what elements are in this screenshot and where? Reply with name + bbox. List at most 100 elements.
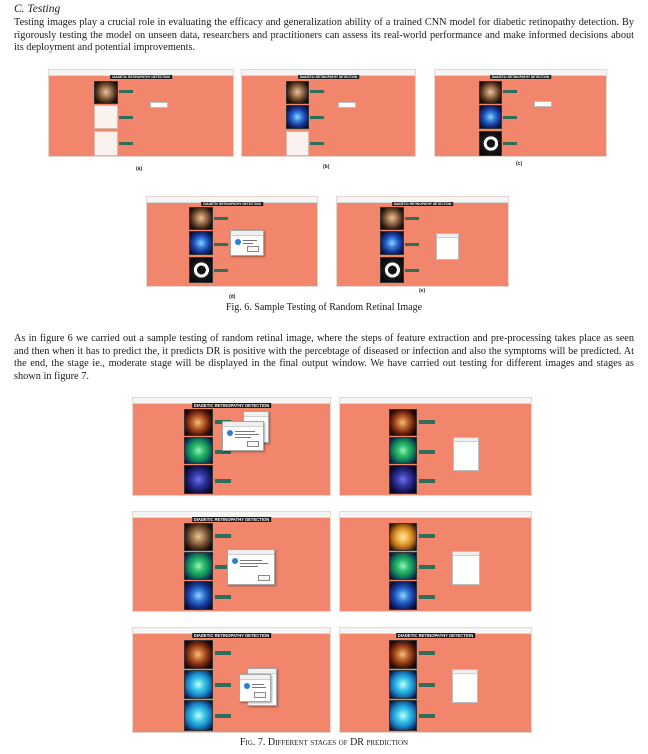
app-banner: DIADETIC RETINOPATHY DETECTION — [201, 202, 263, 206]
browse-button[interactable] — [119, 90, 133, 93]
dialog-text-line — [240, 560, 262, 561]
fundus-image-segmented — [189, 257, 213, 283]
body-paragraph: As in figure 6 we carried out a sample t… — [14, 333, 634, 382]
ok-button[interactable] — [258, 575, 270, 581]
info-icon — [244, 683, 250, 689]
output-box — [338, 102, 356, 108]
output-titlebar — [453, 552, 479, 556]
preprocess-button[interactable] — [215, 450, 231, 454]
predict-button[interactable] — [310, 142, 324, 145]
dialog-titlebar — [228, 550, 274, 555]
window-titlebar — [340, 398, 531, 404]
preprocess-button[interactable] — [419, 683, 435, 687]
dialog-text-line — [240, 566, 258, 567]
fundus-image-processed — [184, 670, 213, 699]
fundus-image-segmented — [184, 700, 213, 731]
preprocess-button[interactable] — [405, 243, 419, 246]
output-window — [452, 669, 478, 703]
preprocess-button[interactable] — [419, 450, 435, 454]
browse-button[interactable] — [503, 90, 517, 93]
fig7-screenshot-5: DIADETIC RETINOPATHY DETECTION — [132, 627, 331, 733]
fig6-caption: Fig. 6. Sample Testing of Random Retinal… — [225, 302, 423, 313]
app-banner: DIADETIC RETINOPATHY DETECTION — [489, 75, 552, 79]
dialog-titlebar — [231, 231, 263, 236]
fundus-image-segmented — [479, 131, 502, 156]
fundus-image-processed — [479, 105, 502, 129]
browse-button[interactable] — [419, 420, 435, 424]
fig6-screenshot-d: DIADETIC RETINOPATHY DETECTION — [146, 196, 318, 287]
dialog-text-line — [252, 687, 266, 688]
app-banner: DIADETIC RETINOPATHY DETECTION — [395, 633, 476, 638]
fundus-image-segmented — [389, 465, 417, 494]
fig6-label-e: (e) — [419, 288, 426, 294]
fundus-image — [286, 81, 309, 104]
output-titlebar — [454, 438, 478, 442]
predict-button[interactable] — [419, 479, 435, 483]
ok-button[interactable] — [247, 246, 259, 252]
section-heading: C. Testing — [14, 3, 61, 15]
dialog-text-line — [235, 431, 255, 432]
output-window — [436, 233, 459, 260]
preprocess-button[interactable] — [419, 565, 435, 569]
predict-button[interactable] — [405, 269, 419, 272]
fig6-screenshot-c: DIADETIC RETINOPATHY DETECTION — [434, 69, 607, 157]
fig6-label-b: (b) — [323, 164, 330, 170]
preprocess-button[interactable] — [214, 243, 228, 246]
fundus-image-segmented — [389, 700, 417, 731]
app-banner: DIADETIC RETINOPATHY DETECTION — [391, 202, 454, 206]
fig7-screenshot-3: DIADETIC RETINOPATHY DETECTION — [132, 511, 331, 612]
fundus-image — [94, 81, 118, 104]
predict-button[interactable] — [119, 142, 133, 145]
fundus-image — [479, 81, 502, 104]
preprocess-button[interactable] — [310, 116, 324, 119]
fig7-screenshot-4 — [339, 511, 532, 612]
fundus-image — [184, 523, 213, 551]
output-box — [534, 101, 552, 107]
predict-button[interactable] — [215, 595, 231, 599]
predict-button[interactable] — [419, 595, 435, 599]
fundus-image-processed — [389, 670, 417, 699]
browse-button[interactable] — [215, 534, 231, 538]
predict-button[interactable] — [503, 142, 517, 145]
predict-button[interactable] — [214, 269, 228, 272]
browse-button[interactable] — [214, 217, 228, 220]
fundus-image — [389, 409, 417, 436]
info-icon — [227, 430, 233, 436]
info-icon — [232, 558, 238, 564]
fundus-image-processed — [389, 437, 417, 464]
ok-button[interactable] — [254, 692, 266, 698]
fundus-image-processed — [189, 231, 213, 255]
output-titlebar — [437, 234, 458, 238]
fundus-image-processed — [184, 437, 213, 464]
prediction-dialog — [222, 421, 264, 451]
ok-button[interactable] — [247, 441, 259, 447]
predict-button[interactable] — [215, 479, 231, 483]
preprocess-button[interactable] — [215, 683, 231, 687]
preprocess-button[interactable] — [215, 565, 231, 569]
fundus-image — [184, 409, 213, 436]
browse-button[interactable] — [215, 651, 231, 655]
fundus-image-segmented — [389, 581, 417, 610]
fundus-image — [389, 523, 417, 551]
fig7-caption: Fig. 7. Different stages of DR predictio… — [239, 737, 409, 748]
dialog-text-line — [252, 684, 264, 685]
dialog-text-line — [243, 243, 253, 244]
browse-button[interactable] — [419, 534, 435, 538]
dialog-titlebar — [248, 669, 276, 674]
dialog-text-line — [235, 434, 259, 435]
predict-button[interactable] — [419, 714, 435, 718]
empty-image-slot — [94, 131, 118, 156]
dialog-text-line — [243, 240, 257, 241]
preprocess-button[interactable] — [119, 116, 133, 119]
fundus-image-processed — [380, 231, 404, 255]
fundus-image — [389, 640, 417, 669]
app-banner: DIADETIC RETINOPATHY DETECTION — [191, 403, 272, 408]
window-titlebar — [340, 512, 531, 518]
browse-button[interactable] — [405, 217, 419, 220]
fig6-screenshot-e: DIADETIC RETINOPATHY DETECTION — [336, 196, 509, 287]
predict-button[interactable] — [215, 714, 231, 718]
browse-button[interactable] — [310, 90, 324, 93]
preprocess-button[interactable] — [503, 116, 517, 119]
intro-paragraph: Testing images play a crucial role in ev… — [14, 17, 634, 54]
browse-button[interactable] — [419, 651, 435, 655]
